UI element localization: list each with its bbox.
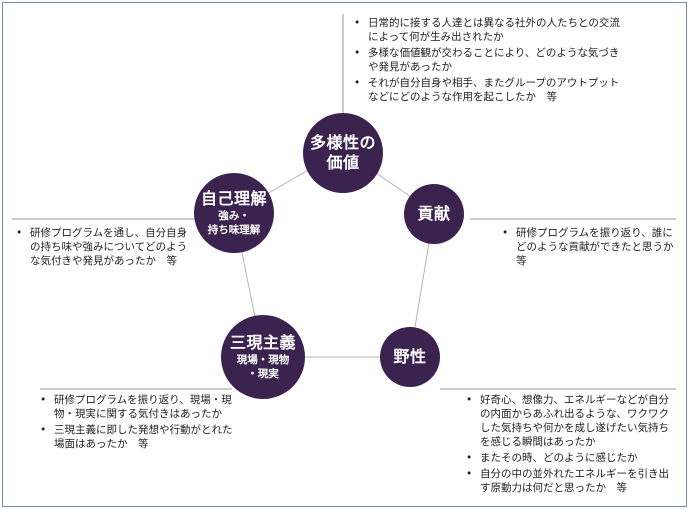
note-diversity-item: それが自分自身や相手、またグループのアウトプットなどにどのような作用を起こしたか… xyxy=(352,76,624,104)
node-contribution: 貢献 xyxy=(404,184,464,244)
node-diversity: 多様性の 価値 xyxy=(303,113,383,193)
note-self-item: 研修プログラムを通し、自分自身の持ち味や強みについてどのような気付きや発見があっ… xyxy=(14,226,190,268)
node-wildness-title: 野性 xyxy=(393,347,427,366)
node-wildness: 野性 xyxy=(380,327,440,387)
note-diversity-item: 日常的に接する人達とは異なる社外の人たちとの交流によって何が生み出されたか xyxy=(352,16,624,44)
note-self: 研修プログラムを通し、自分自身の持ち味や強みについてどのような気付きや発見があっ… xyxy=(14,226,190,270)
note-diversity-item: 多様な価値観が交わることにより、どのような気づきや発見があったか xyxy=(352,46,624,74)
node-self-sub-1: 強み・ xyxy=(218,210,250,222)
note-sangen-item: 研修プログラムを振り返り、現場・現物・現実に関する気付きはあったか xyxy=(38,393,234,421)
node-sangen-sub-1: 現場・現物 xyxy=(236,354,290,366)
node-self-sub-2: 持ち味理解 xyxy=(207,224,261,236)
note-contribution-item: 研修プログラムを振り返り、誰にどのような貢献ができたと思うか 等 xyxy=(500,226,684,268)
node-diversity-title-2: 価値 xyxy=(326,153,360,172)
note-diversity: 日常的に接する人達とは異なる社外の人たちとの交流によって何が生み出されたか 多様… xyxy=(352,16,624,106)
note-wildness: 好奇心、想像力、エネルギーなどが自分の内面からあふれ出るような、ワクワクした気持… xyxy=(464,393,674,497)
node-sangen-title: 三現主義 xyxy=(229,333,296,352)
node-self-title: 自己理解 xyxy=(200,189,267,208)
note-sangen: 研修プログラムを振り返り、現場・現物・現実に関する気付きはあったか 三現主義に即… xyxy=(38,393,234,453)
note-wildness-item: またその時、どのように感じたか xyxy=(464,451,674,465)
node-contribution-title: 貢献 xyxy=(417,204,451,223)
note-contribution: 研修プログラムを振り返り、誰にどのような貢献ができたと思うか 等 xyxy=(500,226,684,270)
note-sangen-item: 三現主義に即した発想や行動がとれた場面はあったか 等 xyxy=(38,423,234,451)
note-wildness-item: 自分の中の並外れたエネルギーを引き出す原動力は何だと思ったか 等 xyxy=(464,467,674,495)
node-sangen: 三現主義 現場・現物 ・現実 xyxy=(221,315,305,399)
node-self: 自己理解 強み・ 持ち味理解 xyxy=(194,173,274,253)
note-wildness-item: 好奇心、想像力、エネルギーなどが自分の内面からあふれ出るような、ワクワクした気持… xyxy=(464,393,674,449)
node-diversity-title-1: 多様性の xyxy=(309,133,376,152)
node-sangen-sub-2: ・現実 xyxy=(247,368,279,380)
